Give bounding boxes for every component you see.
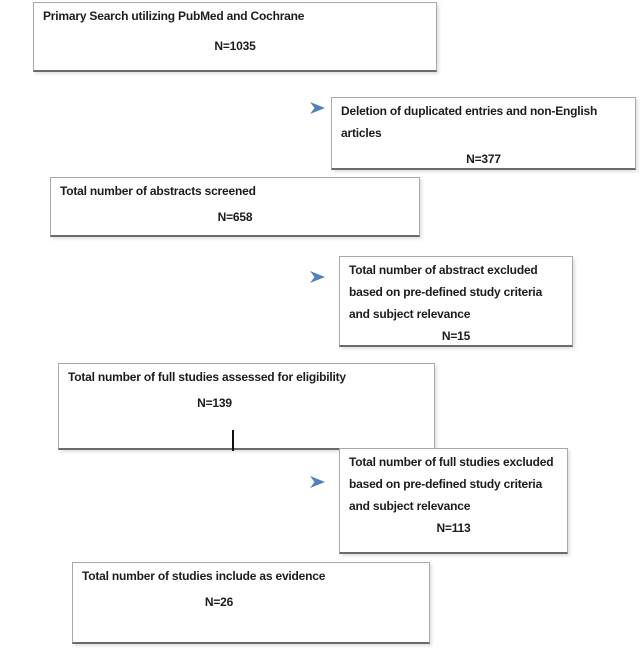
flow-box-primary-search: Primary Search utilizing PubMed and Coch… bbox=[33, 2, 437, 72]
box-count: N=377 bbox=[466, 152, 501, 166]
box-label: Deletion of duplicated entries and non-E… bbox=[341, 104, 598, 140]
box-label: Total number of abstracts screened bbox=[60, 184, 256, 198]
box-label: Primary Search utilizing PubMed and Coch… bbox=[43, 9, 305, 23]
arrow-connector-1 bbox=[228, 99, 328, 117]
cursor-mark bbox=[232, 430, 234, 451]
arrow-connector-2 bbox=[228, 268, 328, 286]
flow-box-full-studies-excluded: Total number of full studies excluded ba… bbox=[339, 448, 568, 554]
flow-box-abstracts-excluded: Total number of abstract excluded based … bbox=[339, 256, 573, 347]
box-count: N=15 bbox=[441, 329, 471, 343]
box-count: N=26 bbox=[204, 595, 234, 609]
right-arrow-icon bbox=[230, 476, 325, 488]
box-count: N=658 bbox=[217, 210, 253, 224]
flow-box-studies-included: Total number of studies include as evide… bbox=[72, 562, 430, 644]
box-label: Total number of full studies assessed fo… bbox=[68, 370, 346, 384]
box-count: N=139 bbox=[197, 396, 232, 410]
box-count: N=113 bbox=[436, 521, 471, 535]
box-label: Total number of studies include as evide… bbox=[82, 569, 326, 583]
flow-box-deletion-duplicates: Deletion of duplicated entries and non-E… bbox=[331, 97, 636, 170]
flow-box-abstracts-screened: Total number of abstracts screened N=658 bbox=[50, 177, 420, 237]
right-arrow-icon bbox=[230, 271, 325, 283]
arrow-connector-3 bbox=[228, 473, 328, 491]
box-label: Total number of full studies excluded ba… bbox=[349, 455, 554, 513]
right-arrow-icon bbox=[230, 102, 325, 114]
box-label: Total number of abstract excluded based … bbox=[349, 263, 543, 321]
flow-box-full-studies-assessed: Total number of full studies assessed fo… bbox=[58, 363, 435, 450]
box-count: N=1035 bbox=[214, 39, 256, 53]
